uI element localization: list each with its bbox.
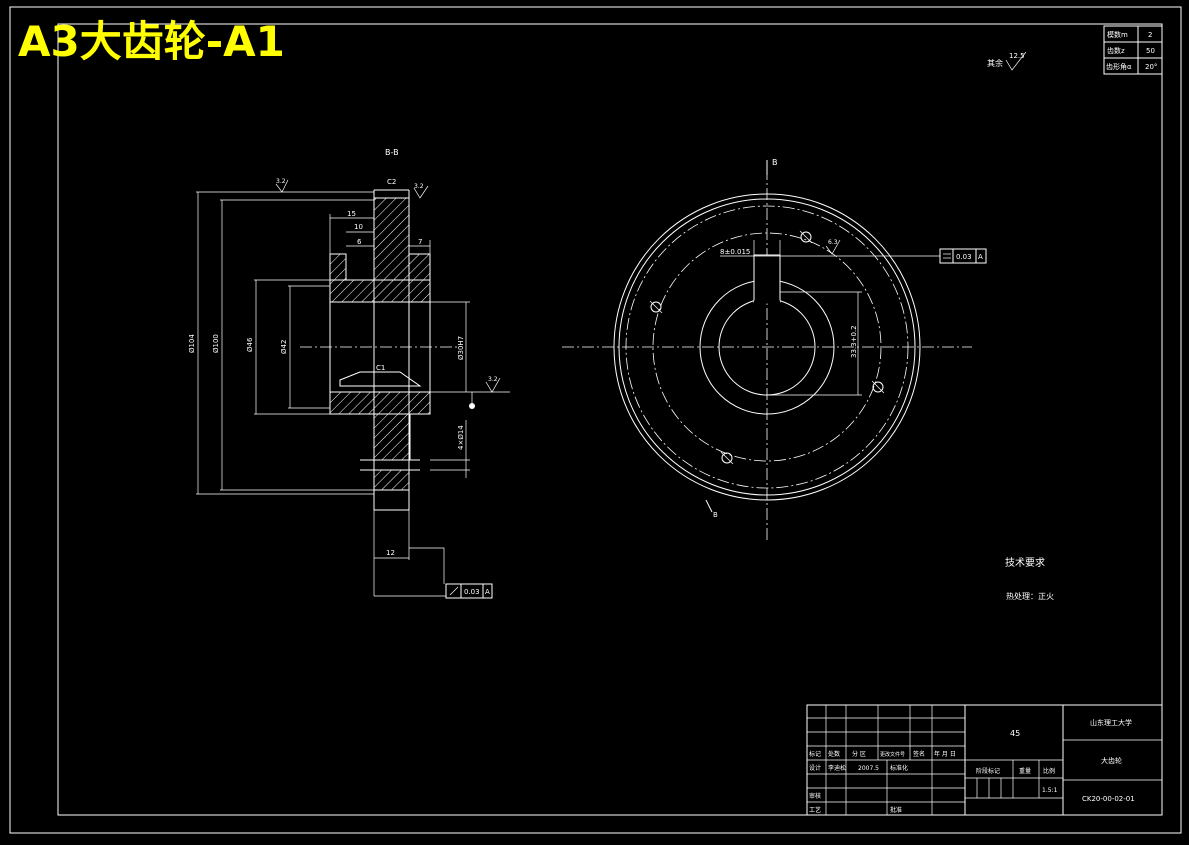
hatch-upper: [329, 197, 431, 293]
root-circle: [618, 198, 916, 496]
chamfer-top: C2: [387, 178, 396, 186]
lightening-hole-3: [871, 380, 885, 394]
tb-material: 45: [1010, 729, 1020, 738]
chamfer-bore: C1: [376, 364, 385, 372]
tb-stage-label: 阶段标记: [976, 767, 1000, 775]
lightening-hole-2: [649, 300, 663, 314]
param-label-angle: 齿形角α: [1106, 62, 1132, 71]
front-view: 8±0.015 33.3+0.2 0.03 A 6.3 B B: [562, 158, 987, 540]
pitch-circle: [625, 205, 909, 489]
dim-dia-42: Ø42: [280, 340, 288, 354]
dim-dia-100: Ø100: [212, 334, 220, 353]
hatch-rim-bottom: [373, 469, 410, 491]
dim-10: 10: [354, 223, 363, 231]
param-label-module: 模数m: [1107, 30, 1128, 39]
roughness-right: 3.2: [414, 183, 424, 190]
dim-dia-46: Ø46: [246, 337, 254, 352]
bore-chamfer: [339, 371, 422, 387]
parallel-datum: A: [978, 253, 983, 261]
dim-12: 12: [386, 549, 395, 557]
runout-tolerance: 0.03: [464, 588, 480, 596]
outer-border: [9, 6, 1182, 834]
tb-approve-label: 批准: [890, 806, 902, 814]
inner-frame: [57, 23, 1163, 816]
tb-hdr-sign: 签名: [913, 750, 925, 758]
param-value-angle: 20°: [1145, 63, 1157, 71]
roughness-rest: 其余 12.5: [987, 51, 1027, 71]
lightening-hole-4: [720, 451, 734, 465]
tb-hdr-zone: 分 区: [852, 750, 866, 758]
tb-design-date: 2007.5: [858, 765, 879, 772]
roughness-left: 3.2: [276, 178, 286, 185]
tb-design-label: 设计: [809, 764, 821, 772]
cut-label-top: B: [772, 158, 778, 167]
key-depth: 33.3+0.2: [850, 325, 858, 358]
gear-params-table: 模数m 2 齿数z 50 齿形角α 20°: [1103, 25, 1163, 75]
param-value-module: 2: [1148, 31, 1152, 39]
overlay-title: A3大齿轮-A1: [18, 17, 285, 66]
title-block: 标记 处数 分 区 更改文件号 签名 年 月 日 设计 李迪松 2007.5 标…: [806, 704, 1163, 816]
tb-weight-label: 重量: [1019, 767, 1031, 775]
tb-hdr-date: 年 月 日: [934, 750, 956, 758]
tech-requirements: 技术要求 热处理：正火: [1005, 556, 1054, 601]
param-value-teeth: 50: [1146, 47, 1155, 55]
cut-label-bottom: B: [713, 511, 718, 519]
roughness-rest-value: 12.5: [1009, 52, 1025, 60]
dim-dia-hole: 4×Ø14: [457, 425, 465, 450]
param-label-teeth: 齿数z: [1107, 46, 1125, 55]
tech-req-line1: 热处理：正火: [1006, 591, 1054, 601]
section-view: B-B C1 Ø104 Ø100 Ø46: [188, 148, 510, 599]
roughness-rest-prefix: 其余: [987, 58, 1003, 68]
tb-drawing-no: CK20-00-02-01: [1082, 795, 1135, 803]
dim-dia-bore: Ø30H7: [457, 336, 465, 360]
tb-designer: 李迪松: [828, 764, 846, 772]
dim-7: 7: [418, 238, 422, 246]
dim-6: 6: [357, 238, 362, 246]
roughness-bore: 3.2: [488, 376, 498, 383]
parallel-tolerance: 0.03: [956, 253, 972, 261]
tech-req-title: 技术要求: [1005, 556, 1045, 569]
hole-circle: [652, 232, 882, 462]
tb-hdr-count: 处数: [828, 750, 840, 758]
tb-part-name: 大齿轮: [1101, 756, 1122, 765]
tb-scale: 1.5:1: [1042, 787, 1058, 794]
keyway: [753, 254, 781, 303]
section-label: B-B: [385, 148, 399, 157]
lightening-hole-1: [799, 230, 813, 244]
hatch-lower: [351, 413, 411, 461]
tb-std-label: 标准化: [890, 764, 908, 772]
tip-circle: [613, 193, 921, 501]
tb-process-label: 工艺: [809, 806, 821, 814]
tb-hdr-docno: 更改文件号: [880, 751, 905, 758]
key-width: 8±0.015: [720, 248, 750, 256]
hatch-hub-lower: [329, 391, 431, 415]
runout-datum: A: [485, 588, 490, 596]
tb-review-label: 审核: [809, 792, 821, 800]
hatch-hub-upper: [329, 279, 431, 303]
tb-school: 山东理工大学: [1090, 718, 1132, 727]
tb-scale-label: 比例: [1043, 767, 1055, 775]
roughness-hole: 6.3: [828, 239, 838, 246]
dim-15: 15: [347, 210, 356, 218]
dim-dia-104: Ø104: [188, 334, 196, 353]
tb-hdr-mark: 标记: [809, 750, 821, 758]
